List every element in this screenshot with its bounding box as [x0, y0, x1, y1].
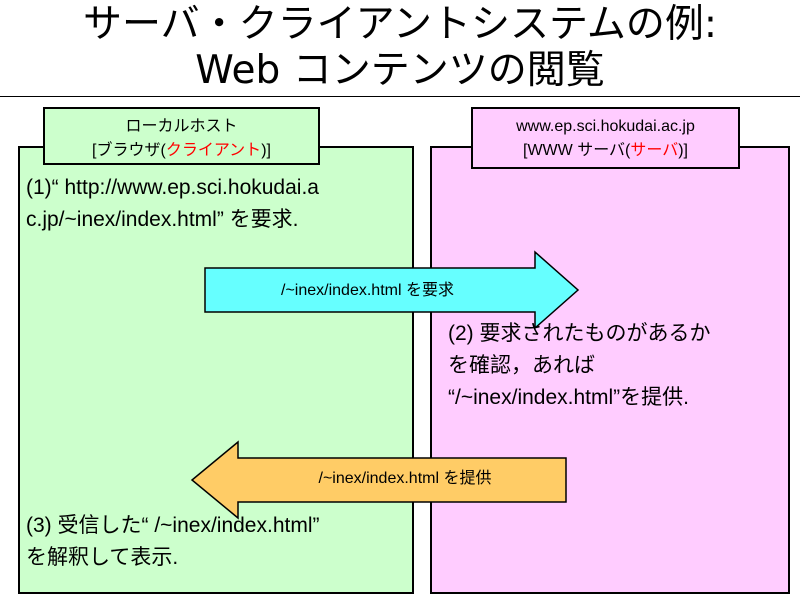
- client-label-host: ローカルホスト: [125, 118, 238, 135]
- client-label-box: ローカルホスト [ブラウザ(クライアント)]: [43, 107, 320, 165]
- page-title: サーバ・クライアントシステムの例: Web コンテンツの閲覧: [0, 2, 800, 94]
- request-arrow-shape: [204, 250, 580, 330]
- step-2-line-2: を確認，あれば: [448, 354, 595, 377]
- step-1-line-2: c.jp/~inex/index.html” を要求.: [26, 208, 299, 231]
- step-2-line-3: “/~inex/index.html”を提供.: [448, 386, 689, 409]
- server-label-role-line: [WWW サーバ(サーバ)]: [473, 139, 738, 163]
- title-divider: [0, 96, 800, 97]
- server-label-host: www.ep.sci.hokudai.ac.jp: [516, 118, 695, 135]
- step-2-text: (2) 要求されたものがあるか を確認，あれば “/~inex/index.ht…: [448, 318, 788, 414]
- step-3-line-2: を解釈して表示.: [26, 546, 179, 569]
- step-2-line-1: (2) 要求されたものがあるか: [448, 322, 711, 345]
- request-arrow: [204, 250, 580, 330]
- client-panel: [18, 146, 414, 594]
- client-label-role-line: [ブラウザ(クライアント)]: [45, 139, 318, 163]
- title-line-1: サーバ・クライアントシステムの例:: [82, 2, 718, 47]
- step-1-line-1: (1)“ http://www.ep.sci.hokudai.a: [26, 176, 319, 199]
- provide-arrow: [190, 440, 567, 520]
- server-panel: [430, 146, 790, 594]
- server-label-suffix: )]: [678, 142, 688, 159]
- provide-arrow-label: /~inex/index.html を提供: [318, 470, 492, 487]
- server-label-box: www.ep.sci.hokudai.ac.jp [WWW サーバ(サーバ)]: [471, 107, 740, 169]
- client-label-prefix: [ブラウザ(: [92, 142, 166, 159]
- server-label-role: サーバ: [630, 142, 679, 159]
- client-label-role: クライアント: [165, 142, 262, 159]
- title-line-2: Web コンテンツの閲覧: [195, 48, 605, 93]
- step-3-line-1: (3) 受信した“ /~inex/index.html”: [26, 514, 320, 537]
- client-label-suffix: )]: [261, 142, 271, 159]
- step-1-text: (1)“ http://www.ep.sci.hokudai.a c.jp/~i…: [26, 172, 411, 236]
- server-label-prefix: [WWW サーバ(: [523, 142, 631, 159]
- provide-arrow-shape: [190, 440, 567, 520]
- request-arrow-label: /~inex/index.html を要求: [281, 282, 454, 299]
- step-3-text: (3) 受信した“ /~inex/index.html” を解釈して表示.: [26, 510, 411, 574]
